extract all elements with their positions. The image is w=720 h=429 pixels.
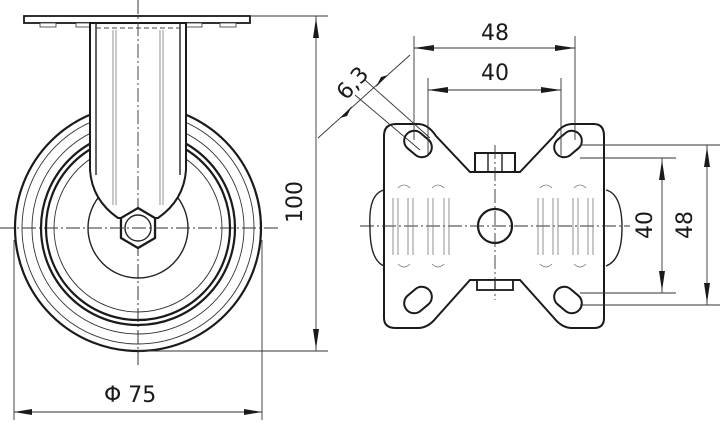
diameter-label: Φ 75 bbox=[104, 383, 156, 408]
height-label: 100 bbox=[283, 181, 308, 223]
plate-hole-spacing-horizontal-label: 40 bbox=[481, 61, 509, 86]
top-plate-view: 48 40 48 40 6,3 bbox=[317, 21, 720, 329]
side-view: Φ 75 100 bbox=[0, 0, 328, 420]
plate-hole-spacing-vertical-label: 40 bbox=[633, 211, 658, 239]
plate-height-outer-label: 48 bbox=[673, 211, 698, 239]
slot-width-label: 6,3 bbox=[332, 62, 374, 105]
plate-width-outer-label: 48 bbox=[481, 21, 509, 46]
